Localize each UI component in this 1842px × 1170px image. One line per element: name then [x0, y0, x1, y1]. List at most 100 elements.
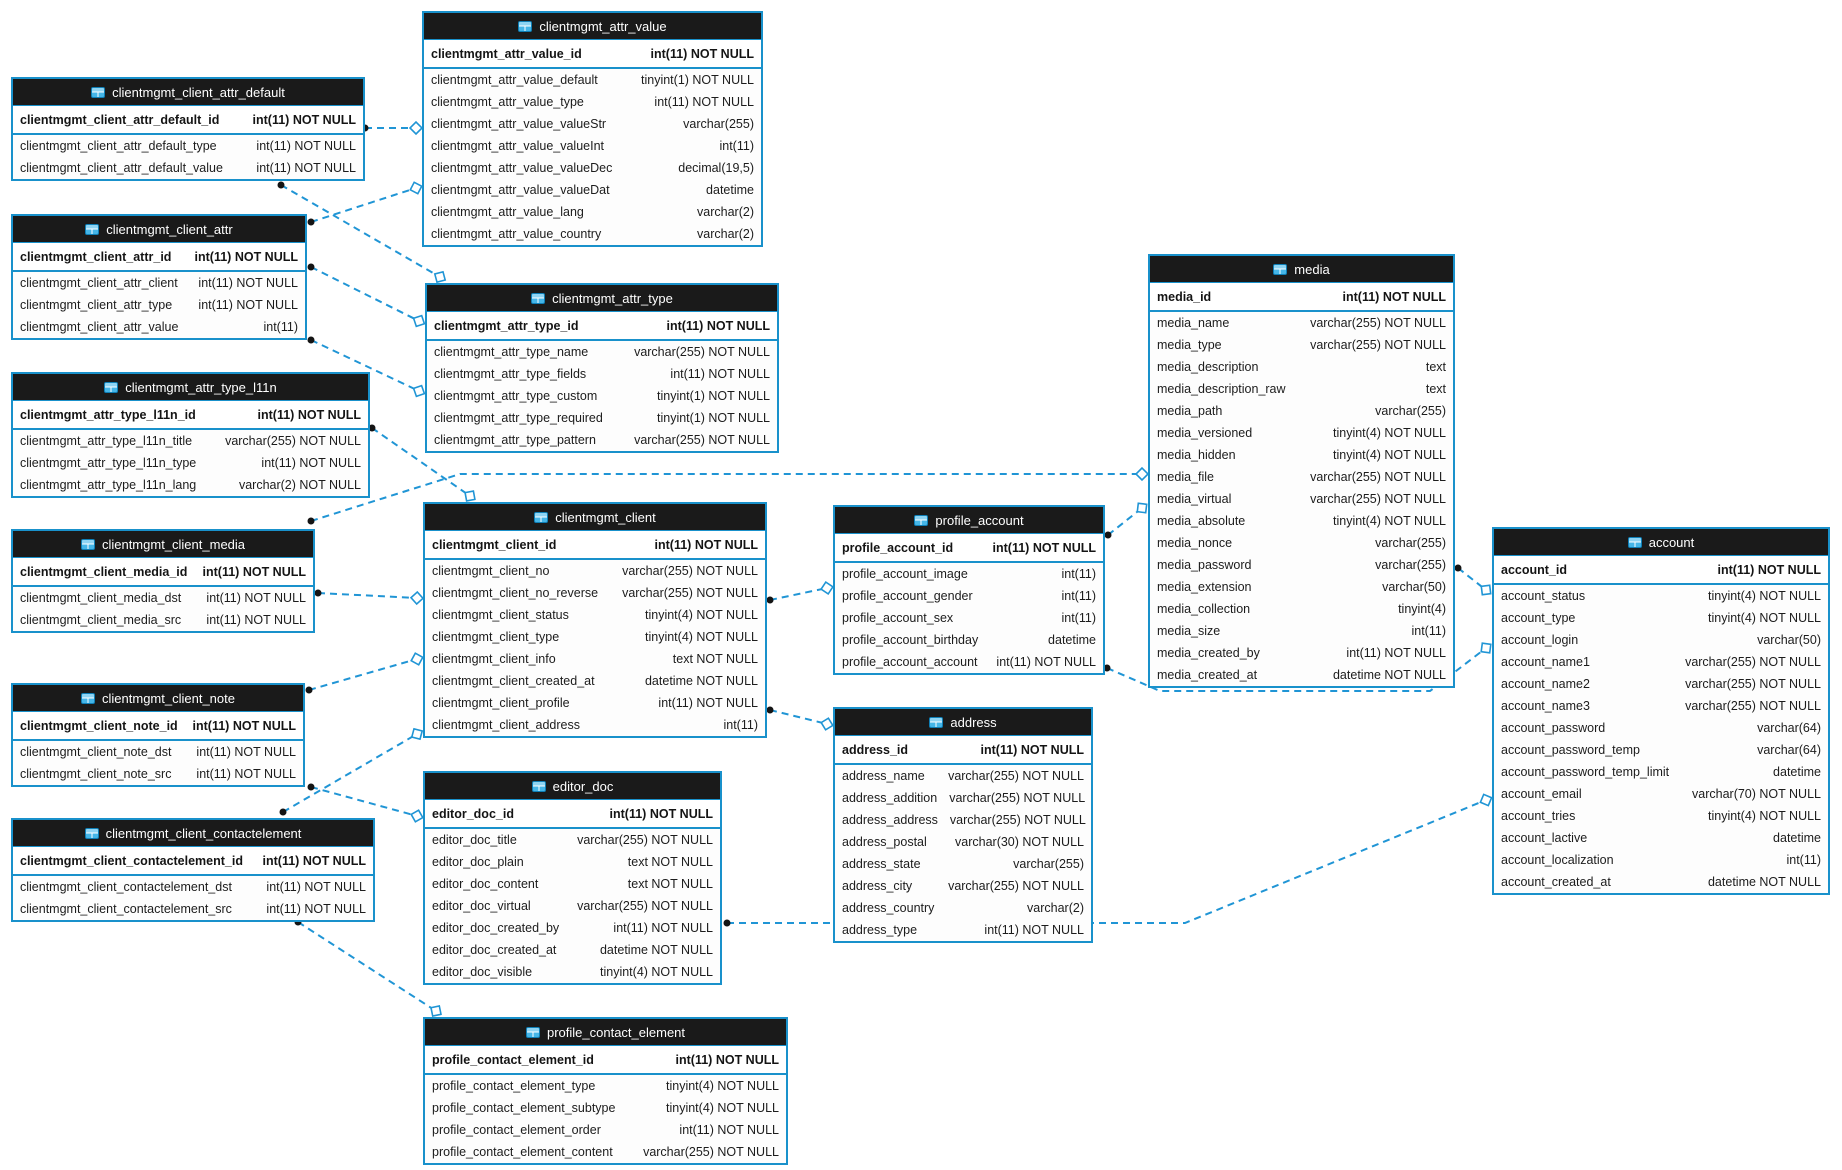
table-header[interactable]: clientmgmt_attr_type: [427, 285, 777, 312]
table-header[interactable]: account: [1494, 529, 1828, 556]
connector-clientmgmt_client_attr-clientmgmt_attr_value[interactable]: [307, 181, 423, 226]
table-header[interactable]: profile_account: [835, 507, 1103, 534]
table-header[interactable]: editor_doc: [425, 773, 720, 800]
connector-media-account[interactable]: [1454, 564, 1492, 596]
connector-clientmgmt_client_note-editor_doc[interactable]: [307, 783, 424, 823]
connector-profile_account-media[interactable]: [1104, 502, 1148, 539]
connector-clientmgmt_client_note-clientmgmt_client[interactable]: [305, 652, 424, 694]
connector-clientmgmt_client_media-media[interactable]: [307, 466, 1150, 525]
connector-clientmgmt_client-address[interactable]: [766, 706, 834, 731]
connector-clientmgmt_client_attr_default-clientmgmt_attr_type[interactable]: [277, 181, 447, 284]
connector-clientmgmt_client_contactelement-clientmgmt_client[interactable]: [279, 727, 424, 816]
table-header[interactable]: clientmgmt_client: [425, 504, 765, 531]
table-header[interactable]: profile_contact_element: [425, 1019, 786, 1046]
connector-clientmgmt_client_attr-clientmgmt_attr_type[interactable]: [307, 336, 426, 398]
table-clientmgmt_attr_type[interactable]: clientmgmt_attr_type clientmgmt_attr_type…: [425, 283, 779, 453]
table-header[interactable]: clientmgmt_client_contactelement: [13, 820, 373, 847]
table-header[interactable]: media: [1150, 256, 1453, 283]
connector-clientmgmt_client_attr_default-clientmgmt_attr_value[interactable]: [361, 120, 424, 136]
